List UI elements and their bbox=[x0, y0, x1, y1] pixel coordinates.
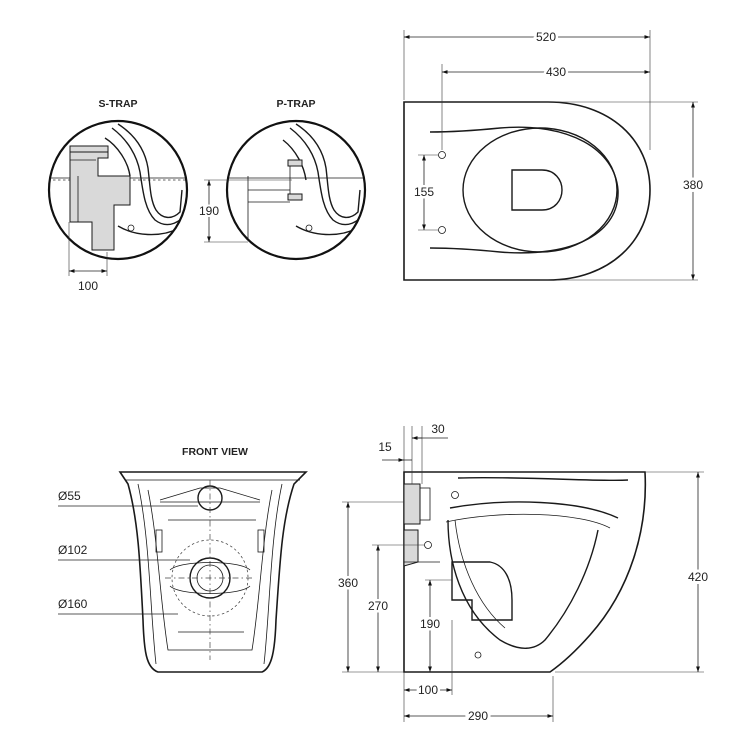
dim-front-102: Ø102 bbox=[58, 543, 88, 557]
dim-side-30: 30 bbox=[431, 422, 445, 436]
p-trap-title: P-TRAP bbox=[276, 98, 315, 110]
dim-front-55: Ø55 bbox=[58, 489, 81, 503]
dim-front-160: Ø160 bbox=[58, 597, 88, 611]
dim-s-trap-100: 100 bbox=[78, 279, 98, 293]
s-trap-title: S-TRAP bbox=[98, 98, 137, 110]
side-view: 15 30 360 270 190 420 100 290 bbox=[335, 422, 711, 726]
dim-side-15: 15 bbox=[378, 440, 392, 454]
dim-plan-430: 430 bbox=[546, 65, 566, 79]
dim-side-270: 270 bbox=[368, 599, 388, 613]
p-trap-circle bbox=[225, 119, 367, 261]
s-trap-detail: S-TRAP 100 bbox=[47, 98, 189, 293]
dim-side-360: 360 bbox=[338, 576, 358, 590]
dim-plan-155: 155 bbox=[414, 185, 434, 199]
plan-view: 520 430 155 380 bbox=[403, 28, 706, 281]
p-trap-detail: P-TRAP 190 bbox=[197, 98, 367, 261]
s-trap-section bbox=[49, 123, 187, 251]
dim-side-190: 190 bbox=[420, 617, 440, 631]
dim-p-trap-190: 190 bbox=[199, 204, 219, 218]
dim-side-100: 100 bbox=[418, 683, 438, 697]
s-trap-circle bbox=[47, 119, 189, 261]
dim-side-420: 420 bbox=[688, 570, 708, 584]
dim-plan-380: 380 bbox=[683, 178, 703, 192]
dim-side-290: 290 bbox=[468, 709, 488, 723]
dim-plan-520: 520 bbox=[536, 30, 556, 44]
front-view: FRONT VIEW Ø55 Ø102 Ø160 bbox=[58, 446, 308, 673]
front-view-title: FRONT VIEW bbox=[182, 446, 248, 458]
